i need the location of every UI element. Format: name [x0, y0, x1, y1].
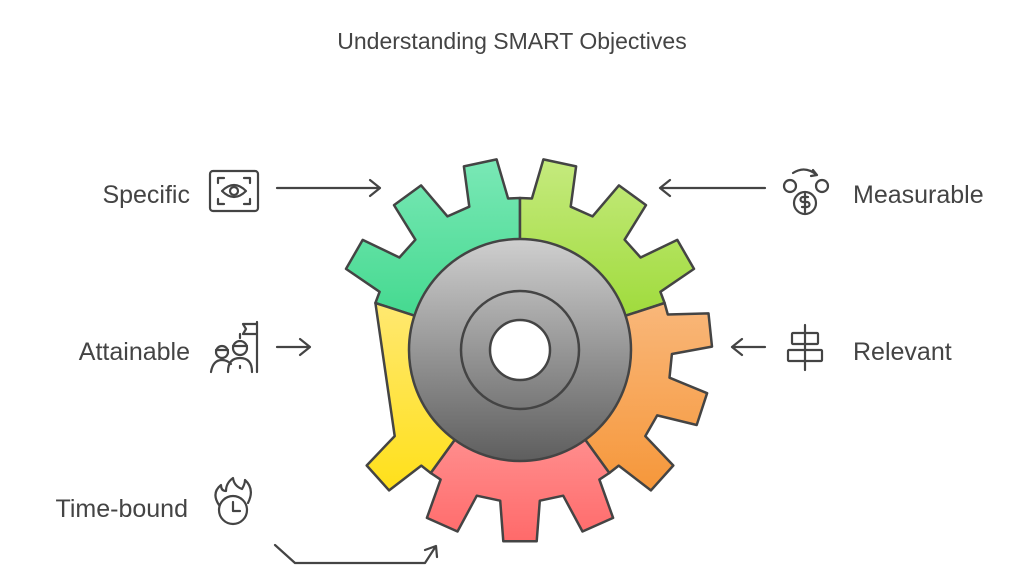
- label-specific: Specific: [102, 181, 190, 209]
- label-attainable: Attainable: [78, 338, 190, 366]
- eye-focus-icon: [208, 169, 260, 213]
- label-measurable: Measurable: [853, 181, 984, 209]
- align-center-icon: [786, 323, 824, 372]
- diagram-title: Understanding SMART Objectives: [337, 28, 687, 54]
- arrow-attainable: [275, 337, 312, 357]
- money-cycle-icon: [782, 168, 830, 216]
- arrow-measurable: [658, 178, 767, 198]
- people-flag-icon: [209, 320, 259, 374]
- gear-hole: [488, 318, 552, 382]
- label-time-bound: Time-bound: [55, 495, 188, 523]
- burning-clock-icon: [214, 476, 252, 526]
- label-relevant: Relevant: [853, 338, 952, 366]
- arrow-relevant: [730, 337, 767, 357]
- gear-inner-ring: [459, 289, 581, 411]
- arrow-time-bound: [273, 543, 439, 565]
- arrow-specific: [275, 178, 382, 198]
